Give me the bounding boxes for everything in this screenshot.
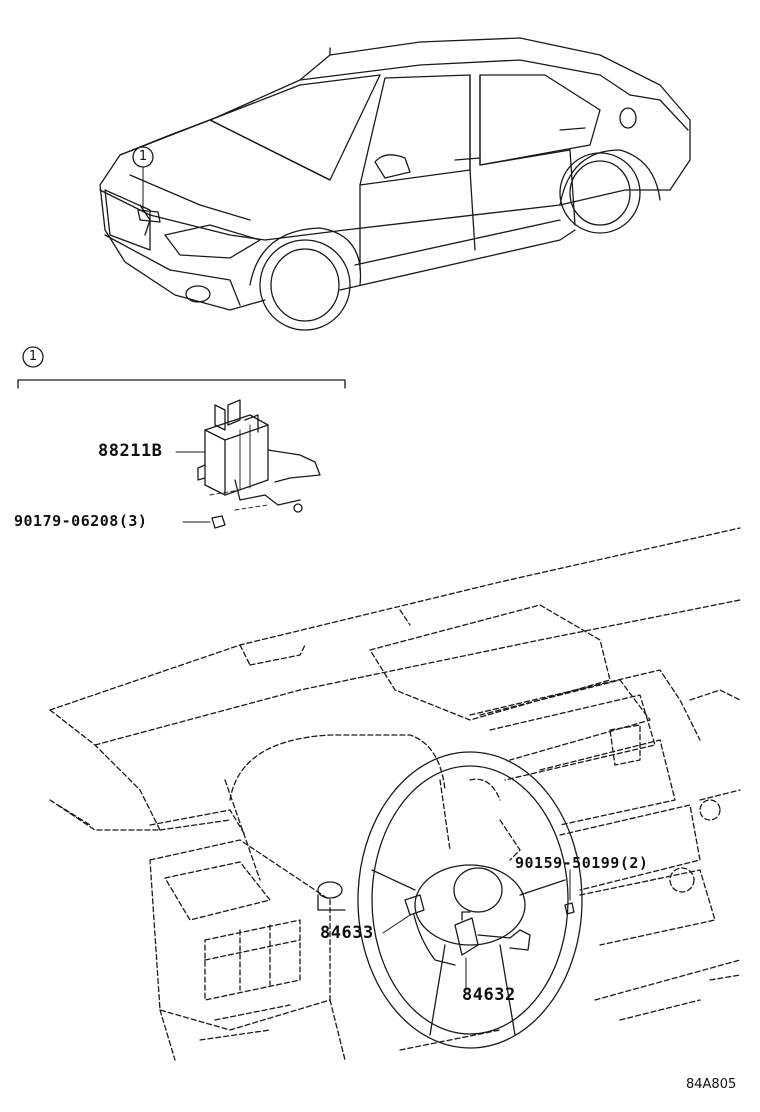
detail-bracket <box>17 346 346 389</box>
car-callout-number: 1 <box>138 149 148 164</box>
detail-callout-number: 1 <box>28 349 38 364</box>
steering-wheel-drawing <box>317 751 583 1049</box>
part-label-switch-left[interactable]: 84633 <box>320 923 374 943</box>
dashboard-illustration <box>49 527 741 1061</box>
part-label-module-bolt[interactable]: 90179-06208(3) <box>14 512 148 530</box>
part-label-switch-assy[interactable]: 84632 <box>462 985 516 1005</box>
car-illustration <box>99 37 691 331</box>
module-88211b-drawing <box>175 399 321 529</box>
part-label-screw[interactable]: 90159-50199(2) <box>515 854 649 872</box>
diagram-reference-code: 84A805 <box>686 1077 737 1092</box>
part-label-module[interactable]: 88211B <box>98 441 163 461</box>
